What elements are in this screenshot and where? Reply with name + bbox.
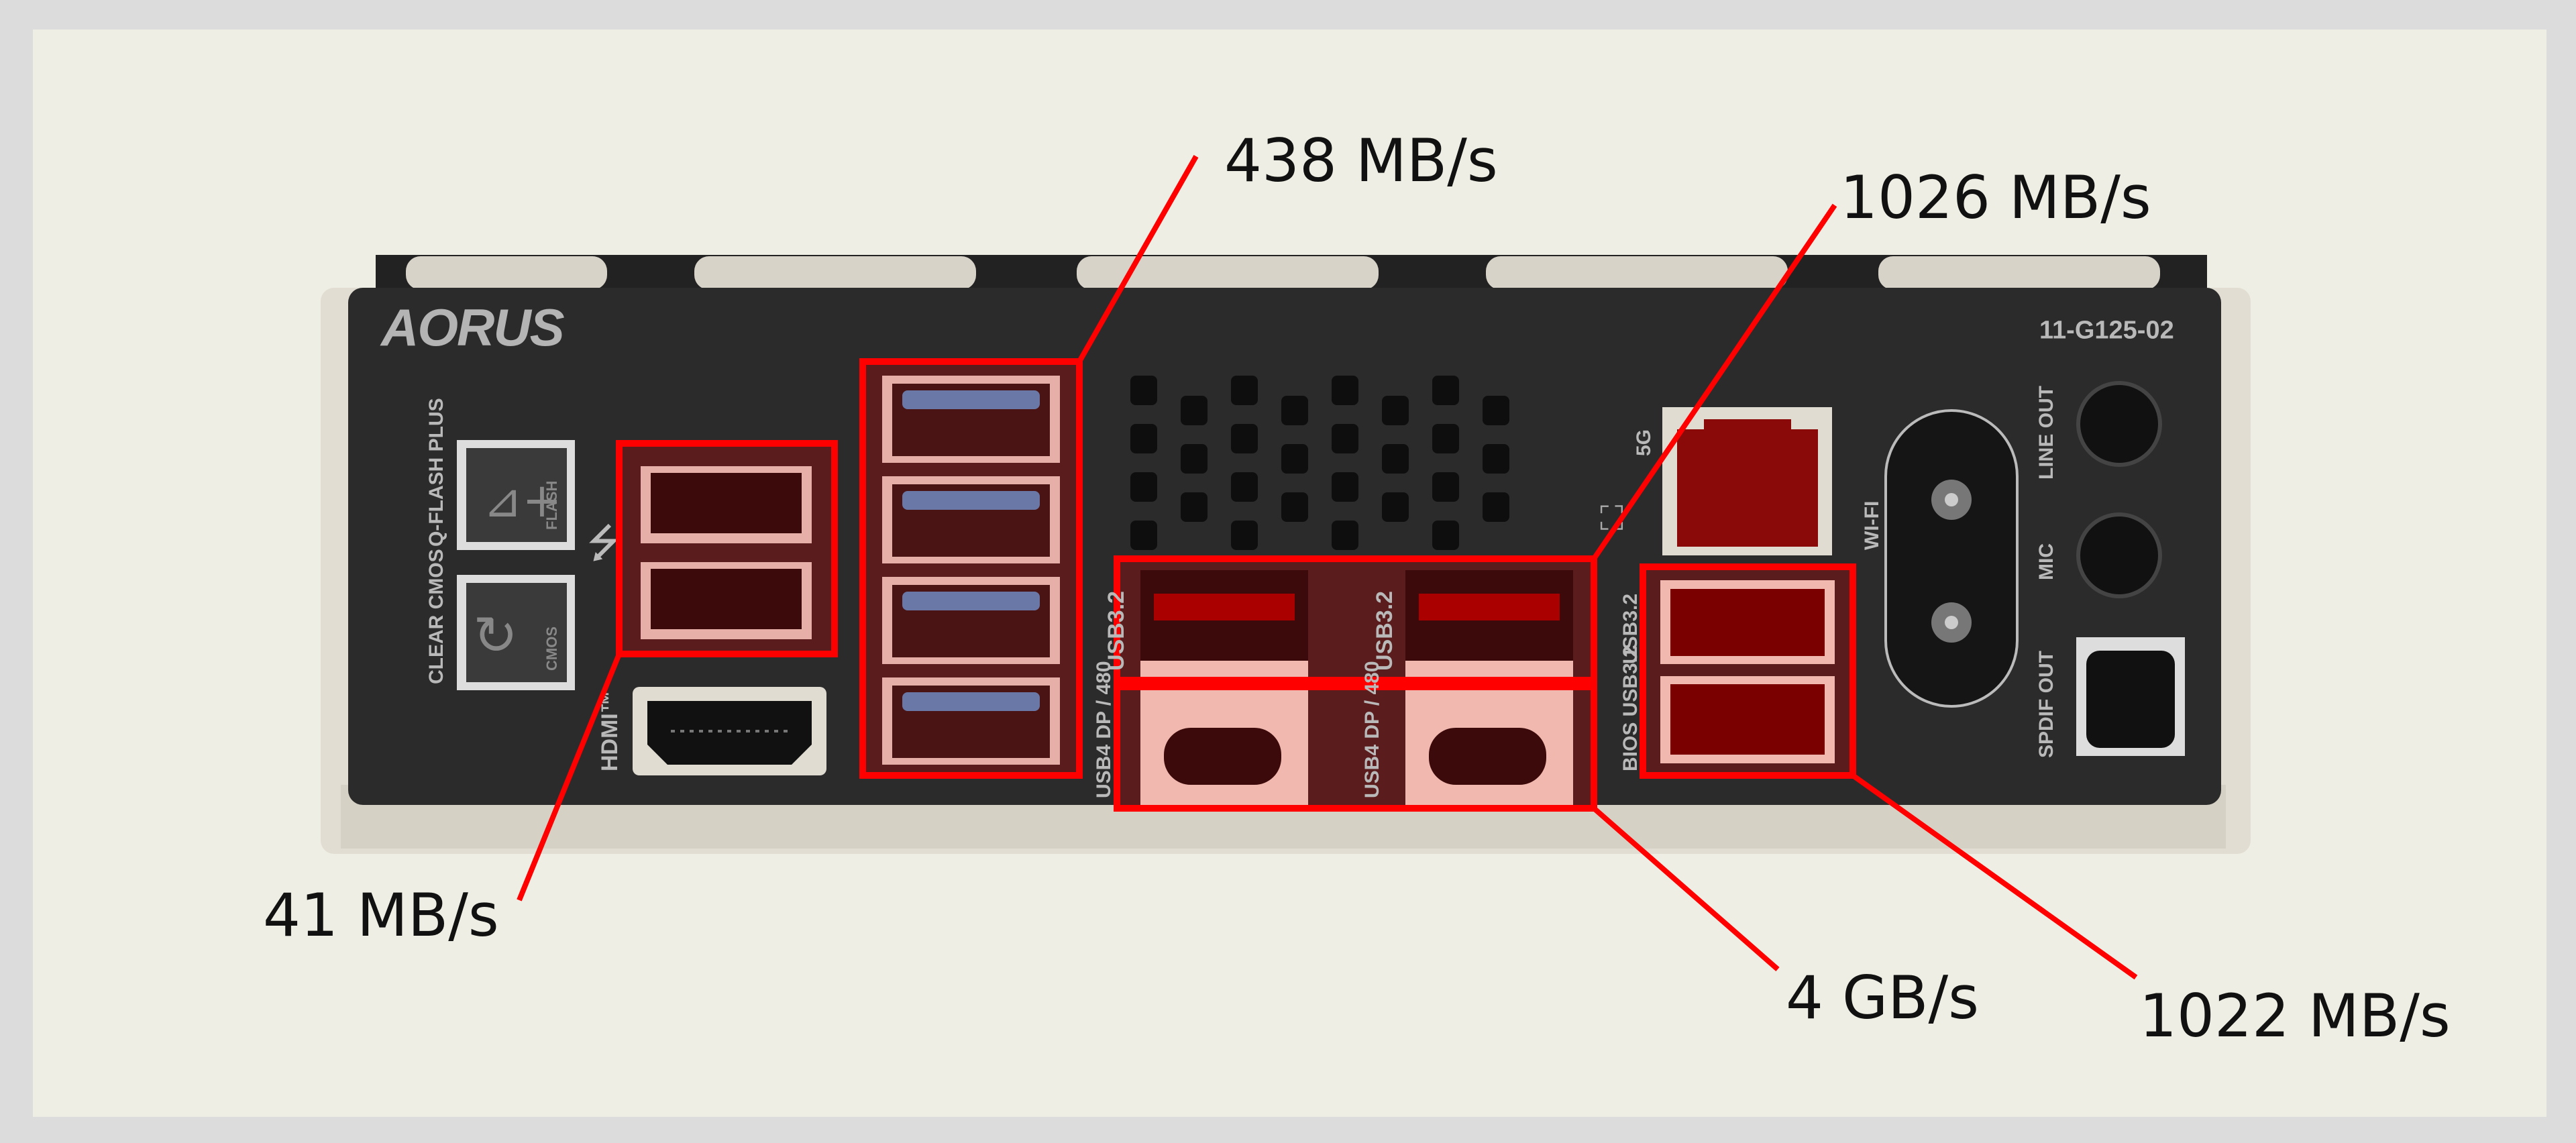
usb2-port-group bbox=[616, 440, 838, 657]
leader-line bbox=[1851, 773, 2138, 980]
clear-cmos-button[interactable]: ↻ CMOS bbox=[457, 575, 575, 690]
vent-grid bbox=[1130, 376, 1509, 550]
lan-label: 5G bbox=[1633, 429, 1655, 456]
clear-cmos-label: CLEAR CMOS bbox=[425, 549, 447, 684]
usb32-mid-label: USB3.2 bbox=[1372, 591, 1397, 671]
leader-line bbox=[1077, 155, 1199, 363]
model-code: 11-G125-02 bbox=[2039, 316, 2174, 344]
wifi-label: WI-FI bbox=[1861, 501, 1883, 550]
leader-line bbox=[1592, 806, 1780, 972]
usb-icon: ⭍ bbox=[587, 520, 621, 567]
vent-hole bbox=[1432, 376, 1459, 405]
vent-hole bbox=[1181, 396, 1208, 425]
bios-label: BIOS USB3.2 bbox=[1619, 646, 1642, 771]
leader-line bbox=[517, 653, 622, 902]
vent-hole bbox=[1332, 472, 1358, 502]
vent-hole bbox=[1130, 472, 1157, 502]
speed-label-usb32-right: 1022 MB/s bbox=[2139, 981, 2451, 1050]
vent-hole bbox=[1382, 396, 1409, 425]
speed-label-usb4: 4 GB/s bbox=[1786, 963, 1979, 1032]
usb32-right-label: USB3.2 bbox=[1619, 594, 1642, 664]
line-out-jack[interactable] bbox=[2076, 381, 2162, 467]
qflash-icon: ⊿+ bbox=[483, 473, 561, 528]
vent-hole bbox=[1332, 521, 1358, 550]
usb32-right-group bbox=[1640, 563, 1856, 779]
speed-label-usb-stack: 438 MB/s bbox=[1224, 126, 1498, 195]
line-out-label: LINE OUT bbox=[2035, 386, 2057, 480]
vent-hole bbox=[1281, 444, 1308, 474]
vent-hole bbox=[1231, 376, 1258, 405]
usb-stack-highlight bbox=[859, 358, 1083, 779]
vent-hole bbox=[1432, 472, 1459, 502]
hdmi-port[interactable] bbox=[633, 687, 826, 775]
usb32-pair-group bbox=[1114, 555, 1597, 812]
vent-hole bbox=[1231, 472, 1258, 502]
vent-hole bbox=[1181, 492, 1208, 522]
vent-hole bbox=[1130, 521, 1157, 550]
vent-hole bbox=[1382, 444, 1409, 474]
vent-hole bbox=[1231, 521, 1258, 550]
usb32-left-label: USB3.2 bbox=[1104, 591, 1129, 671]
usb-port-tongue bbox=[902, 390, 1040, 409]
usb4-right-label: USB4 DP / 480 bbox=[1361, 661, 1383, 798]
usb-port-tongue bbox=[902, 692, 1040, 711]
vent-hole bbox=[1483, 444, 1509, 474]
mic-label: MIC bbox=[2035, 543, 2057, 580]
lan-port[interactable] bbox=[1662, 407, 1832, 555]
vent-hole bbox=[1432, 521, 1459, 550]
cmos-icon-text: CMOS bbox=[543, 627, 560, 671]
spdif-label: SPDIF OUT bbox=[2035, 651, 2057, 758]
vent-hole bbox=[1483, 492, 1509, 522]
leader-line bbox=[1591, 203, 1837, 561]
vent-hole bbox=[1332, 424, 1358, 453]
vent-hole bbox=[1281, 492, 1308, 522]
speed-label-usb2: 41 MB/s bbox=[263, 881, 499, 950]
vent-hole bbox=[1432, 424, 1459, 453]
usb32-port[interactable] bbox=[1140, 570, 1308, 677]
vent-hole bbox=[1483, 396, 1509, 425]
usb-port-tongue bbox=[902, 592, 1040, 610]
vent-hole bbox=[1382, 492, 1409, 522]
spdif-port[interactable] bbox=[2076, 637, 2185, 756]
brand-logo: AORUS bbox=[380, 298, 565, 357]
qflash-button[interactable]: ⊿+ FLASH bbox=[457, 440, 575, 550]
vent-hole bbox=[1181, 444, 1208, 474]
usb-stack-group bbox=[863, 362, 1079, 775]
vent-hole bbox=[1231, 424, 1258, 453]
qflash-label: Q-FLASH PLUS bbox=[425, 398, 447, 547]
refresh-icon: ↻ bbox=[473, 604, 518, 667]
usb4-port[interactable] bbox=[1164, 728, 1281, 785]
vent-hole bbox=[1130, 376, 1157, 405]
mic-jack[interactable] bbox=[2076, 512, 2162, 598]
vent-hole bbox=[1281, 396, 1308, 425]
usb4-port[interactable] bbox=[1429, 728, 1546, 785]
usb32-port[interactable] bbox=[1405, 570, 1573, 677]
usb-port-tongue bbox=[902, 491, 1040, 510]
usb4-left-label: USB4 DP / 480 bbox=[1093, 661, 1115, 798]
vent-hole bbox=[1332, 376, 1358, 405]
leader-lines bbox=[517, 155, 2138, 980]
wifi-antenna-connector[interactable] bbox=[1884, 409, 2019, 708]
speed-label-usb32-pair: 1026 MB/s bbox=[1840, 163, 2151, 232]
qflash-icon-text: FLASH bbox=[543, 481, 560, 530]
vent-hole bbox=[1130, 424, 1157, 453]
